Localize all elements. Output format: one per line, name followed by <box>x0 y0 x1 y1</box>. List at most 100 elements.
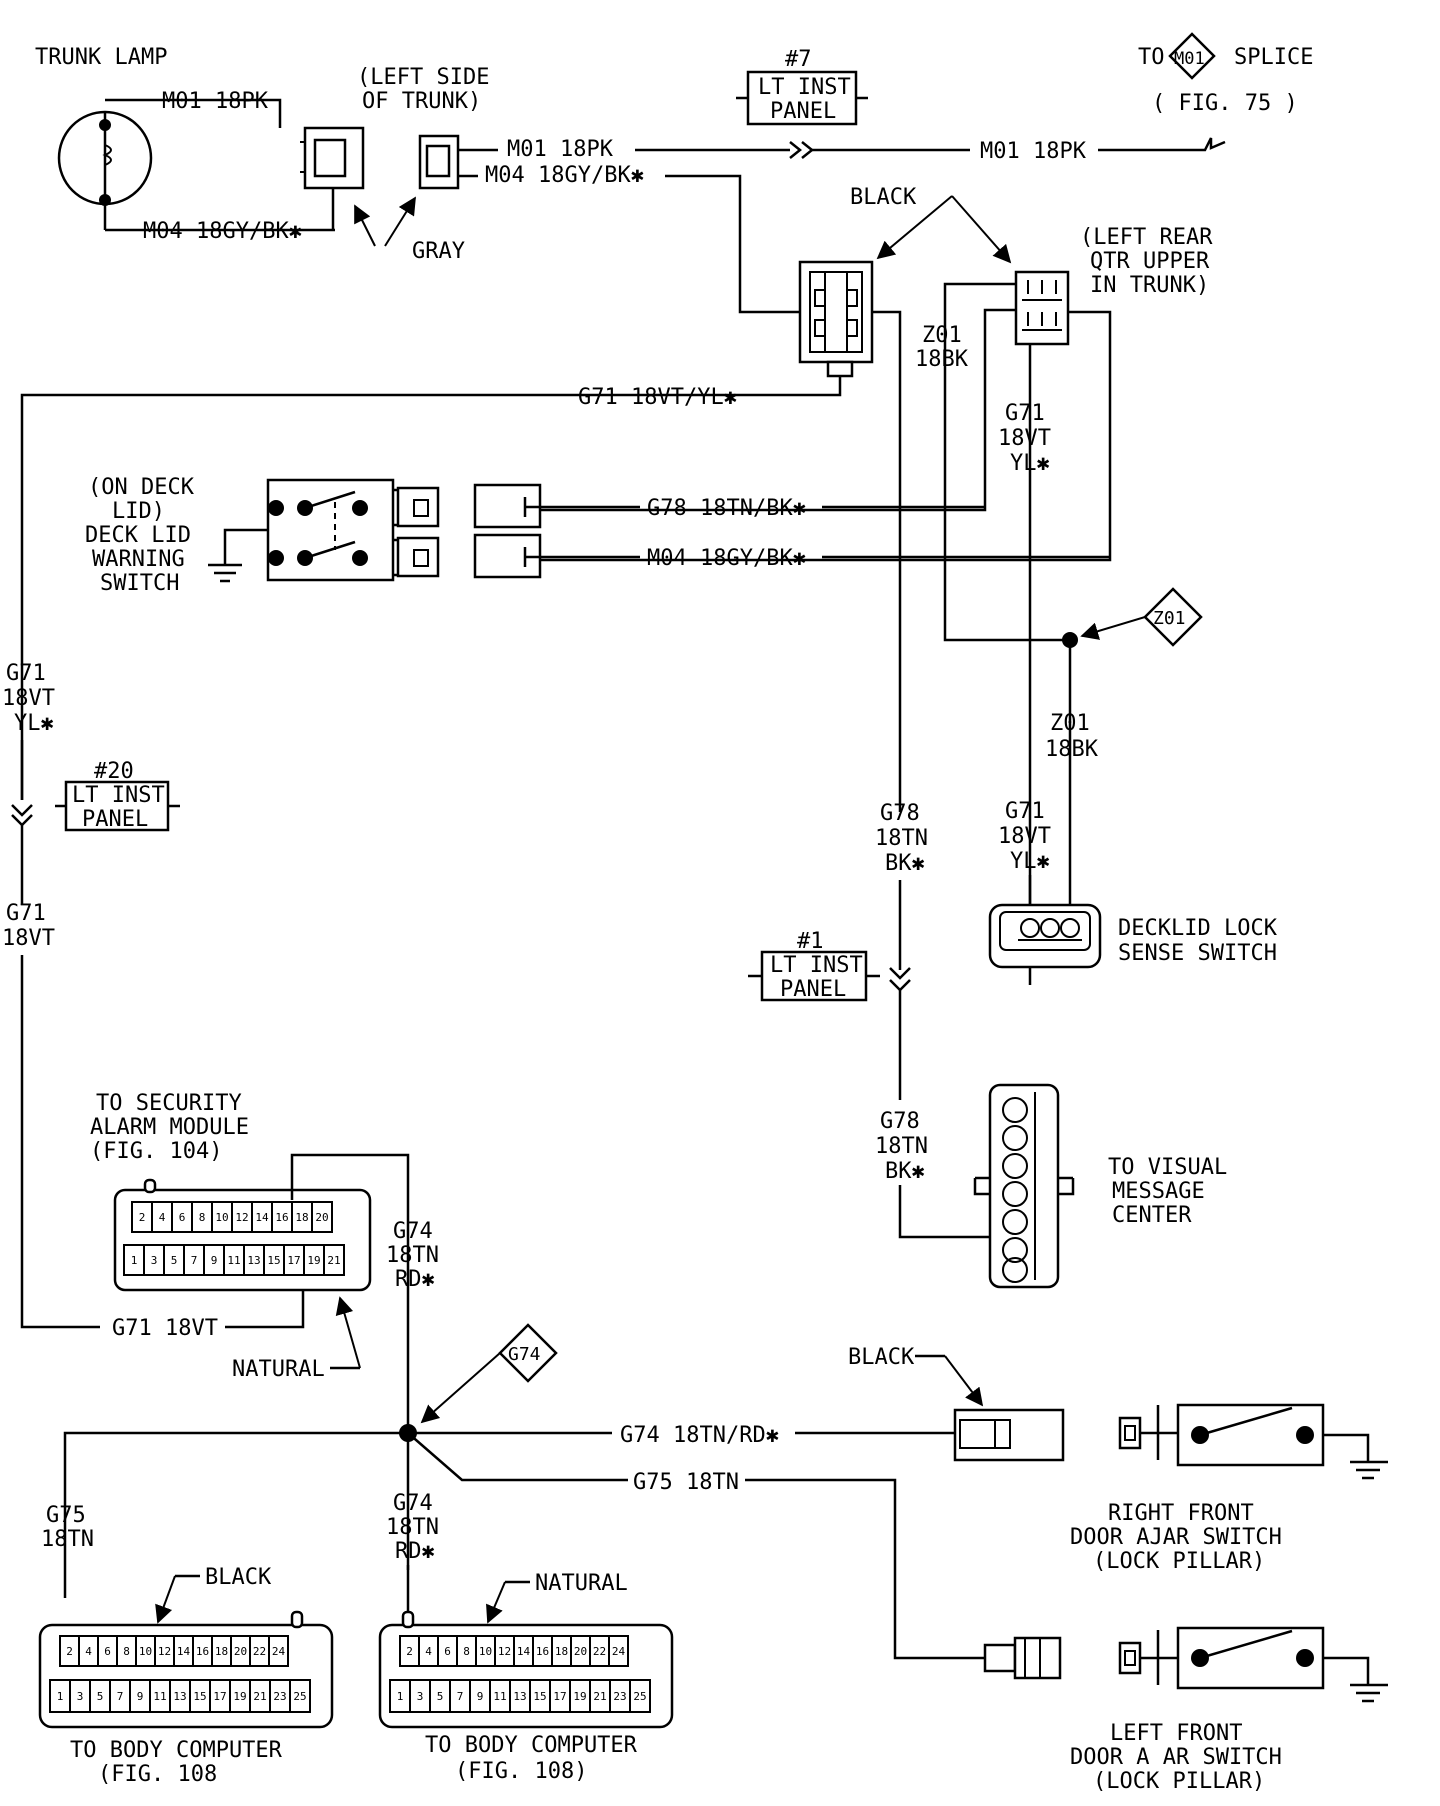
body-left-top-pin-label: 22 <box>253 1645 266 1658</box>
center-connector <box>798 260 874 378</box>
switch-label: SWITCH <box>100 571 179 596</box>
g74-splice-text: G74 <box>508 1344 541 1365</box>
body-right-bottom-pin-cell <box>629 1679 651 1713</box>
alarm-bottom-pin-label: 7 <box>191 1254 198 1267</box>
left-front-label: LEFT FRONT <box>1110 1721 1242 1746</box>
g78-18tn-1: 18TN <box>875 826 928 851</box>
door-ajar-switch-label: DOOR AJAR SWITCH <box>1070 1525 1282 1550</box>
body-right-top-pin-cell <box>608 1635 629 1667</box>
g78-bk-2: BK✱ <box>885 1159 925 1184</box>
body-right-top-pin-label: 4 <box>425 1645 432 1658</box>
alarm-top-pin-label: 20 <box>315 1211 328 1224</box>
alarm-bottom-pin-label: 19 <box>307 1254 320 1267</box>
natural-label-body: NATURAL <box>535 1571 628 1596</box>
body-left-top-pin-label: 24 <box>272 1645 286 1658</box>
g71-18vt-lock: 18VT <box>998 824 1051 849</box>
z01-label-2: Z01 <box>1050 711 1090 736</box>
g71-18vt-left-2: 18VT <box>2 926 55 951</box>
lid-label: LID) <box>112 499 165 524</box>
conn20-lt-inst: LT INST <box>72 783 165 808</box>
splice-label: SPLICE <box>1234 45 1313 70</box>
body-left-bottom-pin-label: 19 <box>233 1690 246 1703</box>
alarm-top-pin-label: 14 <box>255 1211 269 1224</box>
wire-label-m04-trunk: M04 18GY/BK✱ <box>485 163 644 188</box>
g71-label-left-1: G71 <box>6 661 46 686</box>
of-trunk-label: OF TRUNK) <box>362 89 481 114</box>
z01-splice-dot <box>1062 632 1078 648</box>
body-left-top-pin-label: 20 <box>234 1645 247 1658</box>
conn7-number: #7 <box>785 47 812 72</box>
body-left-top-pin-label: 18 <box>215 1645 228 1658</box>
body-left-bottom-pin-label: 9 <box>137 1690 144 1703</box>
body-right-bottom-pin-label: 3 <box>417 1690 424 1703</box>
g71-18vt-left-1: 18VT <box>2 686 55 711</box>
trunk-connector-right <box>418 134 460 190</box>
alarm-bottom-pin-label: 21 <box>327 1254 340 1267</box>
g71-18vtyl-label: G71 18VT/YL✱ <box>578 385 737 410</box>
body-right-bottom-pin-label: 1 <box>397 1690 404 1703</box>
body-right-top-pin-label: 6 <box>444 1645 451 1658</box>
g78-label-1: G78 <box>880 801 920 826</box>
g71-label-rear: G71 <box>1005 401 1045 426</box>
trunk-lamp: TRUNK LAMP <box>35 45 167 206</box>
g78-18tn-2: 18TN <box>875 1134 928 1159</box>
wire-label-m01-lamp: M01 18PK <box>162 89 269 114</box>
body-left-bottom-pin-label: 21 <box>253 1690 266 1703</box>
alarm-bottom-pin-label: 1 <box>131 1254 138 1267</box>
m01-splice-text: M01 <box>1174 49 1205 69</box>
left-rear-label: (LEFT REAR <box>1080 225 1213 250</box>
body-right-top-pin-label: 12 <box>498 1645 511 1658</box>
trunk-lamp-label: TRUNK LAMP <box>35 45 167 70</box>
body-left-bottom-pin-label: 5 <box>97 1690 104 1703</box>
alarm-bottom-pin-label: 15 <box>267 1254 280 1267</box>
g71-18vt-label: G71 18VT <box>112 1316 218 1341</box>
body-left-top-pin-label: 4 <box>85 1645 92 1658</box>
gray-label: GRAY <box>412 239 465 264</box>
right-front-door-connector <box>953 1408 1065 1462</box>
alarm-top-pin-label: 10 <box>215 1211 228 1224</box>
right-front-label: RIGHT FRONT <box>1108 1501 1254 1526</box>
conn1-lt-inst: LT INST <box>770 953 863 978</box>
g71-18vt-rear: 18VT <box>998 426 1051 451</box>
g78-bk-1: BK✱ <box>885 851 925 876</box>
to-body-computer-left: TO BODY COMPUTER <box>70 1738 283 1763</box>
alarm-bottom-pin-label: 3 <box>151 1254 158 1267</box>
fig108-right: (FIG. 108) <box>455 1759 587 1784</box>
wire-label-m04-lamp: M04 18GY/BK✱ <box>143 219 302 244</box>
body-right-top-pin-label: 20 <box>574 1645 587 1658</box>
rear-qtr-connector <box>1014 270 1070 346</box>
to-visual-label: TO VISUAL <box>1108 1155 1227 1180</box>
alarm-module-label: ALARM MODULE <box>90 1115 249 1140</box>
g71-yl-left: YL✱ <box>14 711 54 736</box>
body-left-top-pin-label: 10 <box>139 1645 152 1658</box>
to-label-top: TO <box>1138 45 1165 70</box>
g78-label-2: G78 <box>880 1109 920 1134</box>
lock-pillar-label-2: (LOCK PILLAR) <box>1093 1769 1265 1794</box>
black-label-door: BLACK <box>848 1345 915 1370</box>
qtr-upper-label: QTR UPPER <box>1090 249 1210 274</box>
z01-18bk-2: 18BK <box>1045 737 1099 762</box>
body-left-bottom-pin-label: 15 <box>193 1690 206 1703</box>
deck-lid-warning-switch <box>266 478 440 582</box>
g74-splice-diamond <box>498 1323 558 1383</box>
body-left-bottom-pin-cell <box>289 1679 311 1713</box>
left-front-door-ajar-switch <box>1118 1626 1388 1703</box>
body-left-bottom-pin-label: 1 <box>57 1690 64 1703</box>
natural-label-alarm: NATURAL <box>232 1357 325 1382</box>
g74-rd-1: RD✱ <box>395 1267 435 1292</box>
deck-lid-mate-connectors <box>473 483 640 579</box>
g74-label-1: G74 <box>393 1219 433 1244</box>
visual-message-center-connector <box>973 1083 1075 1289</box>
body-left-bottom-pin-label: 25 <box>293 1690 306 1703</box>
body-right-top-pin-label: 10 <box>479 1645 492 1658</box>
decklid-lock-sense-switch <box>988 903 1102 969</box>
body-right-bottom-pin-label: 23 <box>613 1690 626 1703</box>
on-deck-label: (ON DECK <box>88 475 195 500</box>
body-left-top-pin-label: 2 <box>66 1645 73 1658</box>
alarm-top-pin-label: 18 <box>295 1211 308 1224</box>
body-left-top-pin-cell <box>268 1635 289 1667</box>
alarm-top-pin-label: 8 <box>199 1211 206 1224</box>
sense-switch-label: SENSE SWITCH <box>1118 941 1277 966</box>
